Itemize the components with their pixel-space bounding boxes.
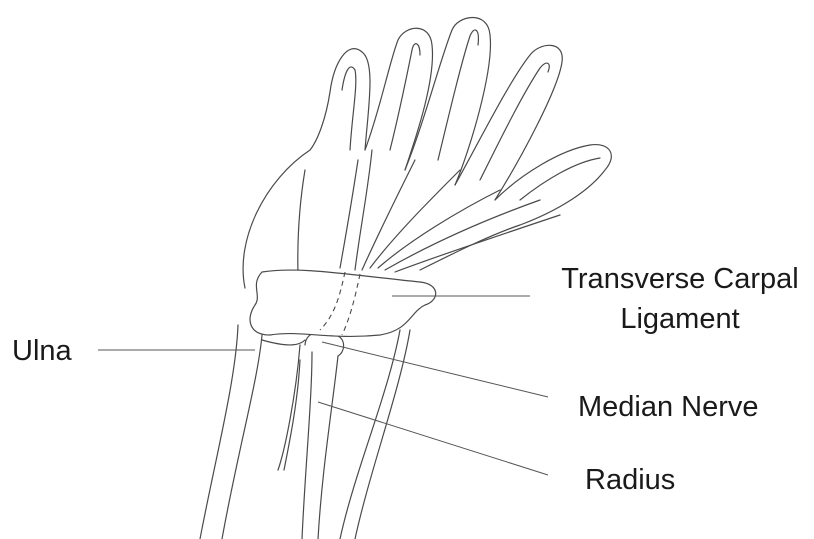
palm-outline xyxy=(243,92,330,288)
forearm-right-inner xyxy=(340,330,400,539)
palm-inner-line xyxy=(298,170,305,275)
median-nerve-leader-line xyxy=(322,342,548,397)
median-nerve-label: Median Nerve xyxy=(578,390,759,424)
ring-finger xyxy=(365,28,433,170)
radius-leader-line xyxy=(318,402,548,475)
index-finger xyxy=(455,45,562,200)
flexor-tendon-6 xyxy=(340,160,358,268)
middle-finger xyxy=(405,18,490,186)
radius-bone-right xyxy=(318,356,338,539)
forearm-left-inner xyxy=(222,335,262,539)
ulna-bone xyxy=(262,340,305,470)
radius-label: Radius xyxy=(585,463,675,497)
thumb xyxy=(420,145,611,270)
flexor-tendon-7 xyxy=(395,215,560,272)
pinky-finger xyxy=(330,49,370,150)
flexor-tendon-2 xyxy=(362,160,415,270)
transverse-carpal-ligament-label-line1: Transverse Carpal xyxy=(555,262,805,296)
transverse-carpal-ligament xyxy=(250,270,436,336)
ulna-label: Ulna xyxy=(12,334,72,368)
flexor-tendon-1 xyxy=(355,150,372,270)
ulna-shaft-line xyxy=(284,360,300,470)
forearm-left-edge xyxy=(200,325,238,539)
radius-bone-left xyxy=(302,352,312,539)
transverse-carpal-ligament-label-line2: Ligament xyxy=(555,302,805,336)
